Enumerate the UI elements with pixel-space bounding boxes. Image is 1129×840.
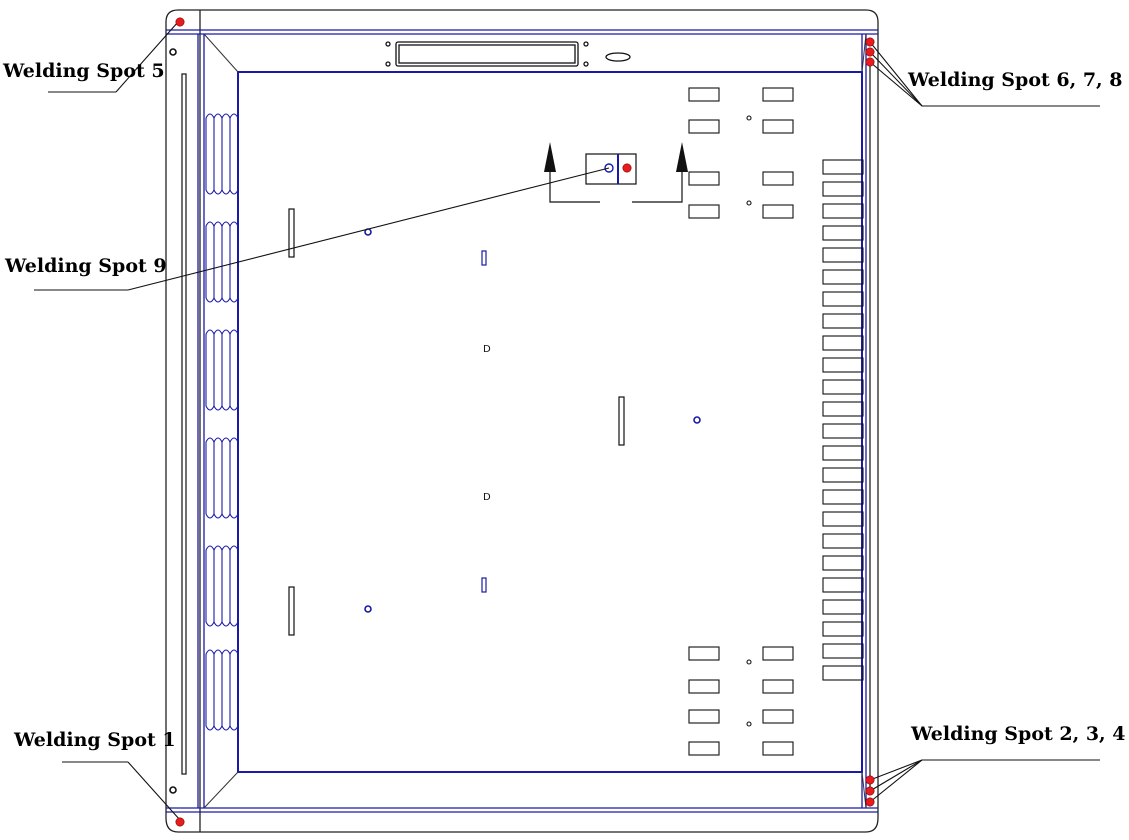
comb-tooth bbox=[822, 511, 864, 527]
pad bbox=[688, 679, 720, 694]
top-slot bbox=[385, 41, 631, 67]
pad bbox=[762, 87, 794, 102]
pad bbox=[762, 646, 794, 661]
comb-tooth bbox=[822, 445, 864, 461]
leader-lines bbox=[34, 21, 1100, 821]
inner-panel bbox=[203, 33, 867, 809]
pad bbox=[688, 119, 720, 134]
pad bbox=[762, 679, 794, 694]
comb-tooth bbox=[822, 313, 864, 329]
comb-tooth bbox=[822, 181, 864, 197]
label-welding-spot-6-7-8: Welding Spot 6, 7, 8 bbox=[908, 69, 1123, 91]
pad-dot bbox=[746, 721, 752, 727]
pad-dot bbox=[746, 200, 752, 206]
svg-text:D: D bbox=[483, 492, 491, 503]
comb-tooth bbox=[822, 599, 864, 615]
comb-tooth bbox=[822, 379, 864, 395]
comb-tooth bbox=[822, 225, 864, 241]
mounting-holes bbox=[169, 48, 701, 794]
comb-tooth bbox=[822, 555, 864, 571]
pad bbox=[762, 709, 794, 724]
comb-tooth bbox=[822, 643, 864, 659]
comb-tooth bbox=[822, 291, 864, 307]
pad bbox=[688, 87, 720, 102]
pad bbox=[762, 119, 794, 134]
weld-spot-6 bbox=[865, 37, 875, 47]
label-welding-spot-9: Welding Spot 9 bbox=[5, 255, 167, 277]
comb-tooth bbox=[822, 401, 864, 417]
weld-spot-3 bbox=[865, 786, 875, 796]
label-welding-spot-2-3-4: Welding Spot 2, 3, 4 bbox=[911, 723, 1126, 745]
comb-tooth bbox=[822, 423, 864, 439]
pad bbox=[762, 171, 794, 186]
comb-tooth bbox=[822, 665, 864, 681]
svg-text:D: D bbox=[483, 344, 491, 355]
comb-tooth bbox=[822, 577, 864, 593]
center-bracket bbox=[544, 142, 688, 203]
outer-frame bbox=[165, 9, 879, 833]
interior-slots: D D bbox=[288, 208, 625, 636]
pad bbox=[762, 741, 794, 756]
weld-spot-8 bbox=[865, 57, 875, 67]
pad bbox=[688, 171, 720, 186]
label-welding-spot-5: Welding Spot 5 bbox=[3, 60, 165, 82]
pad bbox=[688, 646, 720, 661]
weld-spot-4 bbox=[865, 797, 875, 807]
comb-tooth bbox=[822, 269, 864, 285]
weld-spot-7 bbox=[865, 47, 875, 57]
comb-tooth bbox=[822, 467, 864, 483]
coil-groups bbox=[205, 113, 239, 731]
pad bbox=[688, 204, 720, 219]
pad bbox=[762, 204, 794, 219]
label-welding-spot-1: Welding Spot 1 bbox=[14, 729, 176, 751]
weld-spot-5 bbox=[175, 17, 185, 27]
comb-tooth bbox=[822, 159, 864, 175]
pad-dot bbox=[746, 659, 752, 665]
right-comb bbox=[822, 159, 864, 681]
weld-spot-9 bbox=[622, 163, 632, 173]
comb-tooth bbox=[822, 357, 864, 373]
pad bbox=[688, 741, 720, 756]
weld-spot-1 bbox=[175, 817, 185, 827]
pad-grid bbox=[688, 87, 794, 756]
comb-tooth bbox=[822, 203, 864, 219]
comb-tooth bbox=[822, 335, 864, 351]
comb-tooth bbox=[822, 489, 864, 505]
welding-spots bbox=[175, 17, 875, 827]
comb-tooth bbox=[822, 533, 864, 549]
comb-tooth bbox=[822, 247, 864, 263]
pad bbox=[688, 709, 720, 724]
weld-spot-2 bbox=[865, 775, 875, 785]
pad-dot bbox=[746, 115, 752, 121]
comb-tooth bbox=[822, 621, 864, 637]
